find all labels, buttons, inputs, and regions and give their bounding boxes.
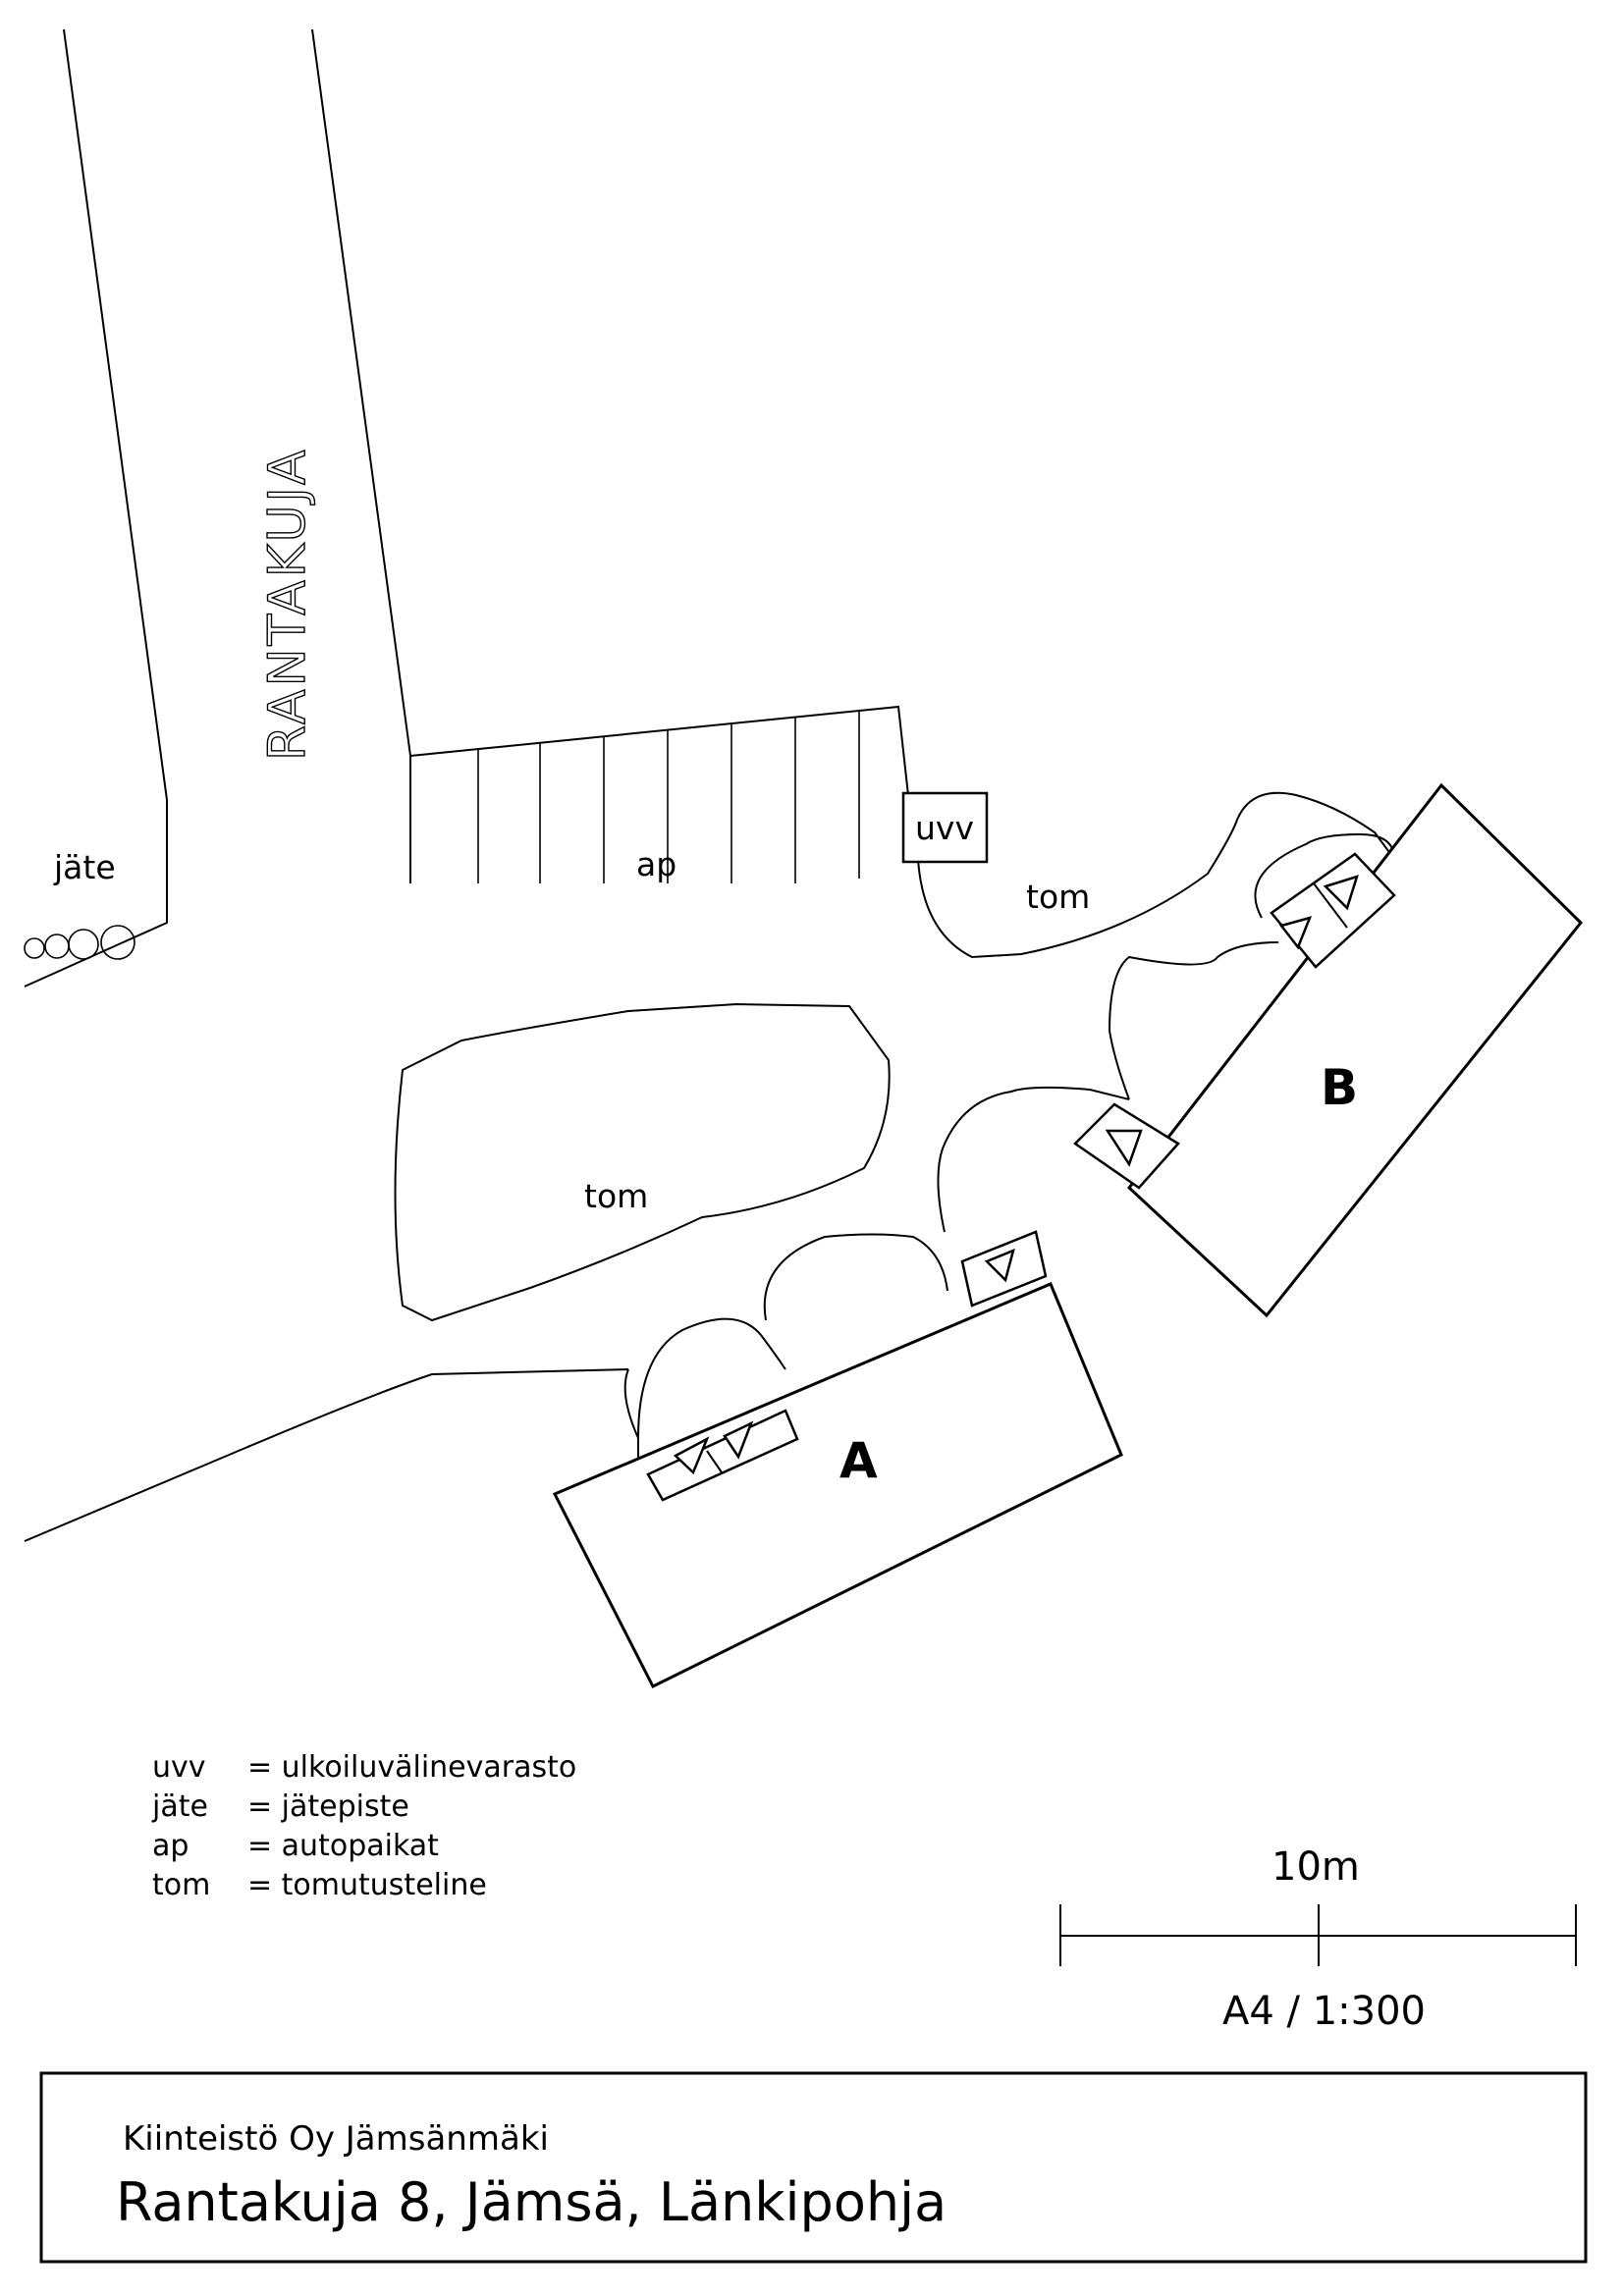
scale-distance-label: 10m bbox=[1271, 1844, 1360, 1890]
building-b bbox=[1073, 782, 1584, 1318]
entrance-marker-icon bbox=[1105, 1129, 1143, 1167]
legend-abbr: jäte bbox=[151, 1789, 208, 1824]
legend-desc: = tomutusteline bbox=[247, 1868, 487, 1902]
road-name-label: RANTAKUJA bbox=[258, 447, 317, 761]
scale-bar: 10m A4 / 1:300 bbox=[1059, 1844, 1577, 2034]
road-edges bbox=[24, 28, 909, 988]
building-a-label: A bbox=[839, 1432, 878, 1489]
entrance-marker-icon bbox=[984, 1248, 1015, 1283]
uvv-label: uvv bbox=[915, 809, 974, 847]
building-a bbox=[552, 1230, 1123, 1689]
ap-label: ap bbox=[636, 845, 676, 883]
company-name: Kiinteistö Oy Jämsänmäki bbox=[123, 2119, 549, 2159]
uvv-storage-box bbox=[901, 791, 989, 864]
legend-abbr: uvv bbox=[152, 1750, 206, 1785]
entrance-marker-icon bbox=[1278, 916, 1313, 950]
title-block: Kiinteistö Oy Jämsänmäki Rantakuja 8, Jä… bbox=[39, 2071, 1588, 2264]
entrance-marker-icon bbox=[1323, 875, 1359, 911]
scale-ratio-label: A4 / 1:300 bbox=[1222, 1989, 1426, 2034]
waste-bins-icon bbox=[24, 925, 135, 960]
legend-desc: = autopaikat bbox=[247, 1829, 439, 1863]
property-address: Rantakuja 8, Jämsä, Länkipohja bbox=[116, 2171, 947, 2233]
yard-paths bbox=[24, 791, 1395, 1542]
parking-stall-lines bbox=[477, 712, 860, 883]
legend-desc: = ulkoiluvälinevarasto bbox=[247, 1750, 576, 1785]
legend-abbr: tom bbox=[152, 1868, 210, 1902]
legend: uvv = ulkoiluvälinevarasto jäte = jätepi… bbox=[151, 1750, 576, 1902]
entrance-marker-icon bbox=[723, 1420, 754, 1460]
tom-label-center: tom bbox=[584, 1177, 648, 1215]
legend-desc: = jätepiste bbox=[247, 1789, 409, 1824]
tom-label-north: tom bbox=[1026, 878, 1090, 916]
entrance-marker-icon bbox=[673, 1436, 710, 1475]
building-b-label: B bbox=[1321, 1059, 1358, 1116]
legend-abbr: ap bbox=[152, 1829, 189, 1863]
jate-label: jäte bbox=[53, 848, 116, 886]
